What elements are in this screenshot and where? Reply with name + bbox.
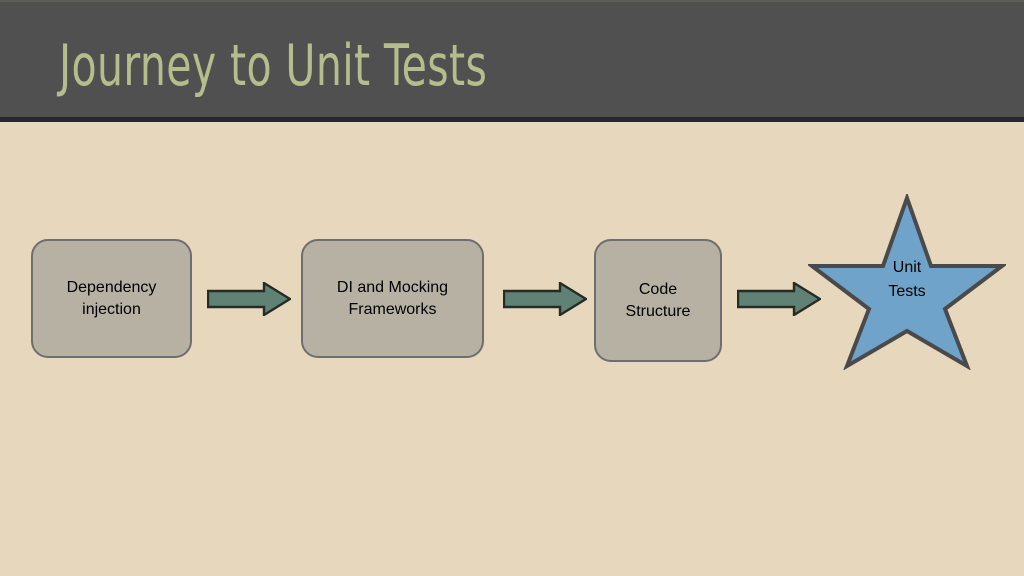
flow-node-label: Code Structure bbox=[604, 279, 712, 323]
flow-arrow-right-icon bbox=[207, 282, 291, 316]
flow-node-dependency-injection[interactable]: Dependency injection bbox=[31, 239, 192, 358]
page-title: Journey to Unit Tests bbox=[59, 33, 488, 99]
flow-node-label-line1: Dependency bbox=[66, 278, 157, 296]
header-underline bbox=[0, 117, 1024, 122]
flow-arrow-right-icon bbox=[503, 282, 587, 316]
flow-node-unit-tests[interactable]: Unit Tests bbox=[806, 191, 1008, 371]
star-icon bbox=[806, 191, 1008, 371]
flow-node-label-line2: Frameworks bbox=[348, 300, 437, 318]
flow-node-di-and-mocking-frameworks[interactable]: DI and Mocking Frameworks bbox=[301, 239, 484, 358]
flow-node-label-line1: Code bbox=[638, 280, 678, 298]
flow-node-label: DI and Mocking Frameworks bbox=[311, 277, 474, 321]
flow-node-label-line2: Structure bbox=[625, 302, 691, 320]
flow-node-code-structure[interactable]: Code Structure bbox=[594, 239, 722, 362]
flow-node-label-line1: DI and Mocking bbox=[336, 278, 449, 296]
flow-node-label-line2: injection bbox=[82, 300, 141, 318]
flow-arrow-right-icon bbox=[737, 282, 821, 316]
slide-header-bar bbox=[0, 0, 1024, 117]
flow-node-label: Dependency injection bbox=[41, 277, 182, 321]
